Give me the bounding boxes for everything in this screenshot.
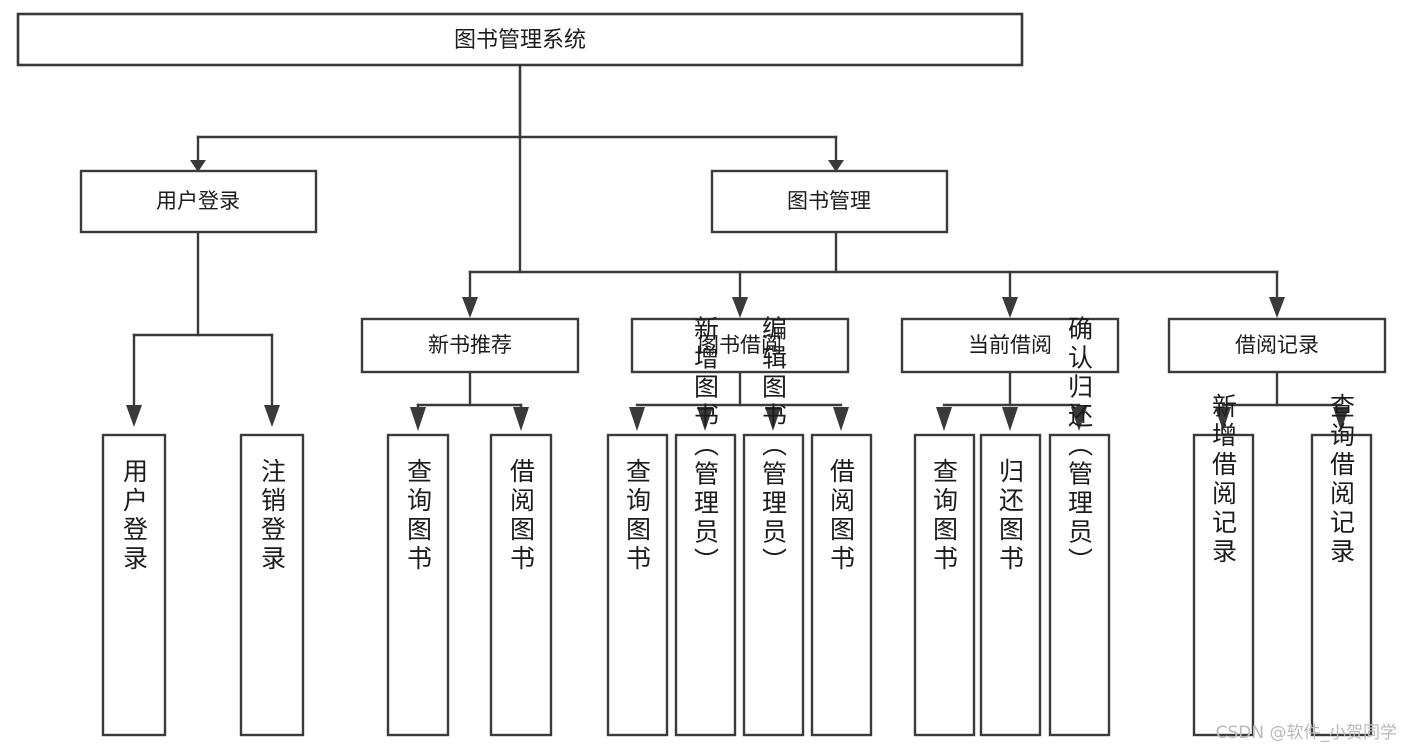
leaf-query-book-1-label: 查询图书 xyxy=(404,458,433,574)
arrow-icon-book-borrow xyxy=(732,297,748,318)
node-current-borrow-label: 当前借阅 xyxy=(968,333,1052,357)
arrow-icon-user-login xyxy=(190,160,206,172)
leaf-query-book-2-box[interactable] xyxy=(606,433,669,737)
arrow-icon-leaf-borrow-book-2 xyxy=(833,407,849,431)
node-current-borrow[interactable]: 当前借阅 xyxy=(900,317,1120,374)
arrow-icon-leaf-query-book-1 xyxy=(410,407,426,431)
arrow-icon-leaf-query-book-2 xyxy=(629,407,645,431)
node-current-borrow-box[interactable] xyxy=(900,317,1120,374)
connector-layer xyxy=(126,63,1349,431)
leaf-add-record-label: 新增借阅记录 xyxy=(1209,393,1238,567)
node-new-book-recommend-box[interactable] xyxy=(360,317,580,374)
arrow-icon-leaf-edit-book xyxy=(765,407,781,431)
leaf-query-book-1-box[interactable] xyxy=(386,433,450,737)
leaf-borrow-book-2-label: 借阅图书 xyxy=(827,458,856,574)
leaf-return-book[interactable]: 归还图书 xyxy=(979,433,1042,737)
node-book-borrow[interactable]: 图书借阅 xyxy=(630,317,850,374)
leaf-query-book-1[interactable]: 查询图书 xyxy=(386,433,450,737)
arrow-icon-leaf-user-login xyxy=(126,405,142,427)
node-book-manage-box[interactable] xyxy=(710,169,949,234)
arrow-icon-leaf-query-book-3 xyxy=(936,407,952,431)
arrow-icon-leaf-borrow-book-1 xyxy=(513,407,529,431)
arrow-icon-leaf-add-record xyxy=(1215,407,1231,431)
leaf-logout-label: 注销登录 xyxy=(258,458,287,574)
arrow-icon-leaf-add-book xyxy=(697,407,713,431)
node-new-book-recommend-label: 新书推荐 xyxy=(428,333,512,357)
leaf-edit-book-label: 编辑图书（管理员） xyxy=(759,316,788,577)
leaf-query-record-box[interactable] xyxy=(1310,433,1373,737)
leaf-confirm-return-box[interactable] xyxy=(1048,433,1111,737)
leaf-add-record[interactable]: 新增借阅记录 xyxy=(1192,393,1255,737)
leaf-borrow-book-1-label: 借阅图书 xyxy=(507,458,536,574)
node-new-book-recommend[interactable]: 新书推荐 xyxy=(360,317,580,374)
arrow-icon-leaf-logout xyxy=(264,405,280,427)
leaf-confirm-return[interactable]: 确认归还（管理员） xyxy=(1048,316,1111,737)
leaf-query-record-label: 查询借阅记录 xyxy=(1327,393,1356,567)
leaf-add-book-box[interactable] xyxy=(674,433,737,737)
node-user-login-label: 用户登录 xyxy=(156,189,240,213)
node-book-manage[interactable]: 图书管理 xyxy=(710,169,949,234)
node-book-borrow-box[interactable] xyxy=(630,317,850,374)
arrow-icon-leaf-query-record xyxy=(1333,407,1349,431)
leaf-return-book-box[interactable] xyxy=(979,433,1042,737)
leaf-query-record[interactable]: 查询借阅记录 xyxy=(1310,393,1373,737)
node-user-login-box[interactable] xyxy=(79,169,318,234)
leaf-user-login[interactable]: 用户登录 xyxy=(101,433,167,737)
leaf-user-login-label: 用户登录 xyxy=(120,458,149,574)
node-root-label: 图书管理系统 xyxy=(454,28,586,53)
leaf-add-book-label: 新增图书（管理员） xyxy=(691,316,720,577)
arrow-icon-borrow-record xyxy=(1269,297,1285,318)
node-book-manage-label: 图书管理 xyxy=(787,189,871,213)
node-root-box[interactable] xyxy=(16,12,1024,67)
arrow-icon-book-manage xyxy=(828,160,844,172)
leaf-edit-book[interactable]: 编辑图书（管理员） xyxy=(742,316,805,737)
leaf-user-login-box[interactable] xyxy=(101,433,167,737)
leaf-query-book-3[interactable]: 查询图书 xyxy=(913,433,976,737)
node-user-login[interactable]: 用户登录 xyxy=(79,169,318,234)
leaf-confirm-return-label: 确认归还（管理员） xyxy=(1065,316,1094,577)
arrow-icon-current-borrow xyxy=(1002,297,1018,318)
node-root[interactable]: 图书管理系统 xyxy=(16,12,1024,67)
arrow-icon-leaf-return-book xyxy=(1002,407,1018,431)
leaf-add-record-box[interactable] xyxy=(1192,433,1255,737)
leaf-return-book-label: 归还图书 xyxy=(996,458,1025,574)
leaf-logout[interactable]: 注销登录 xyxy=(239,433,305,737)
leaf-logout-box[interactable] xyxy=(239,433,305,737)
node-borrow-record[interactable]: 借阅记录 xyxy=(1167,317,1387,374)
leaf-edit-book-box[interactable] xyxy=(742,433,805,737)
leaf-add-book[interactable]: 新增图书（管理员） xyxy=(674,316,737,737)
node-borrow-record-label: 借阅记录 xyxy=(1235,333,1319,357)
arrow-icon-new-book-recommend xyxy=(462,297,478,318)
leaf-query-book-2[interactable]: 查询图书 xyxy=(606,433,669,737)
leaf-query-book-2-label: 查询图书 xyxy=(623,458,652,574)
leaf-borrow-book-1-box[interactable] xyxy=(489,433,553,737)
node-borrow-record-box[interactable] xyxy=(1167,317,1387,374)
leaf-borrow-book-1[interactable]: 借阅图书 xyxy=(489,433,553,737)
leaf-query-book-3-label: 查询图书 xyxy=(930,458,959,574)
leaf-query-book-3-box[interactable] xyxy=(913,433,976,737)
leaf-borrow-book-2[interactable]: 借阅图书 xyxy=(810,433,873,737)
node-book-borrow-label: 图书借阅 xyxy=(698,333,782,357)
leaf-borrow-book-2-box[interactable] xyxy=(810,433,873,737)
arrow-icon-leaf-confirm-return xyxy=(1071,407,1087,431)
